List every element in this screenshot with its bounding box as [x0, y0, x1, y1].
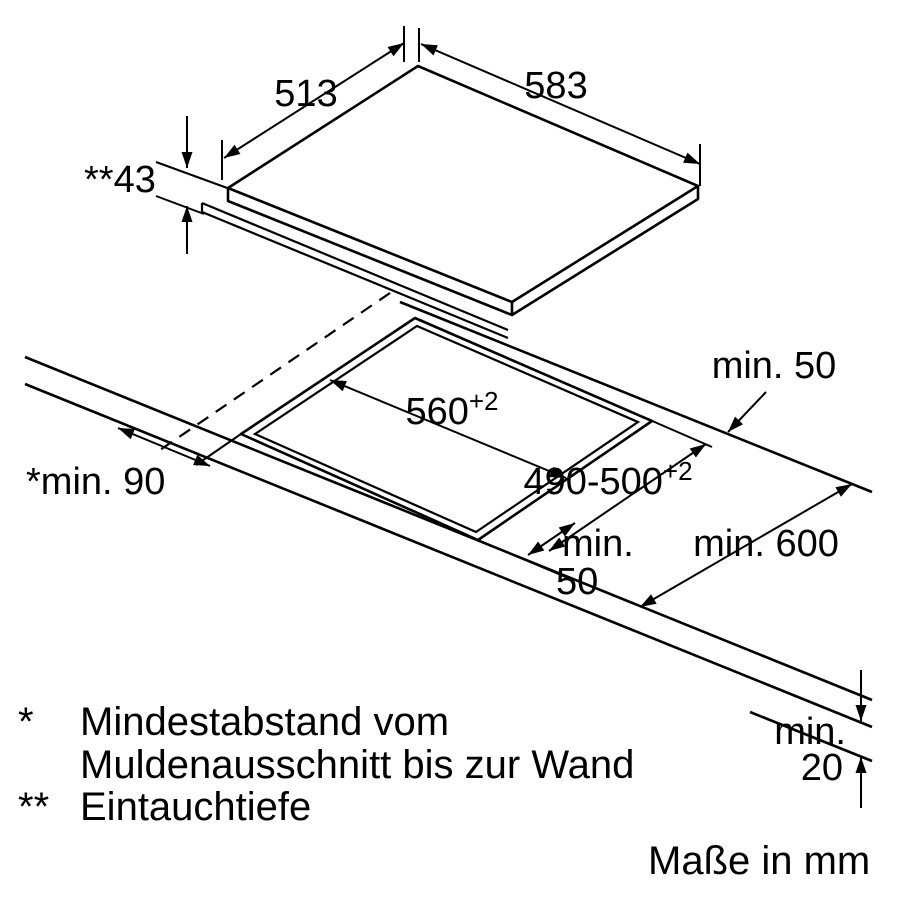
ext-line-bottom [477, 539, 569, 579]
cutout-alignment-dashed-line [159, 292, 391, 451]
dimension-min-50-front: min. 50 [527, 522, 634, 603]
countertop-front-top-edge [24, 355, 873, 702]
dimension-560: 560+2 [329, 379, 567, 479]
label-513: 513 [274, 73, 337, 115]
dim-line-583 [420, 43, 701, 165]
label-min600: min. 600 [693, 523, 839, 565]
ext-line-bottom [155, 195, 205, 215]
dimension-513: 513 [221, 26, 405, 180]
units-note: Maße in mm [648, 839, 870, 883]
dim-line-min600 [639, 483, 853, 608]
label-min90: *min. 90 [26, 461, 165, 503]
dimension-490-500: 490-500+2 [477, 419, 713, 579]
ext-line-top [155, 161, 231, 190]
label-560: 560+2 [405, 386, 498, 433]
dimension-min-90: *min. 90 [26, 427, 242, 503]
label-min50-back: min. 50 [712, 345, 837, 387]
label-min50-front-1: min. [562, 523, 634, 565]
cooktop-rim [226, 186, 700, 317]
dim-line-min90 [117, 427, 211, 467]
ext-line [195, 433, 242, 466]
countertop-back-edge [399, 300, 873, 494]
dimension-min-600: min. 600 [639, 483, 853, 608]
cooktop-flange [200, 201, 509, 340]
dimension-min-50-back: min. 50 [712, 345, 837, 433]
legend-double-star: ** [18, 785, 49, 829]
legend-star-line1: Mindestabstand vom [80, 700, 449, 744]
label-583: 583 [524, 65, 587, 107]
label-min20-1: min. [774, 711, 846, 753]
cabinet-clearance-line [749, 710, 873, 763]
ext-line-top [649, 419, 713, 448]
dim-line-560 [329, 379, 567, 479]
dim-line-513 [223, 42, 405, 159]
legend: * Mindestabstand vom Muldenausschnitt bi… [18, 700, 870, 883]
legend-star: * [18, 700, 34, 744]
dimension-43: **43 [84, 116, 231, 254]
dim-line-490-500 [548, 443, 707, 552]
dimension-583: 583 [418, 28, 701, 186]
dim-line-min50-front [527, 522, 576, 556]
label-min50-front-2: 50 [556, 561, 598, 603]
arrow-min50-back [727, 391, 767, 433]
label-43: **43 [84, 159, 156, 201]
dimension-min-20: min. 20 [774, 670, 867, 808]
label-min20-2: 20 [801, 747, 843, 789]
legend-double-star-text: Eintauchtiefe [80, 785, 311, 829]
legend-star-line2: Muldenausschnitt bis zur Wand [80, 743, 634, 787]
label-490-500: 490-500+2 [523, 456, 692, 503]
